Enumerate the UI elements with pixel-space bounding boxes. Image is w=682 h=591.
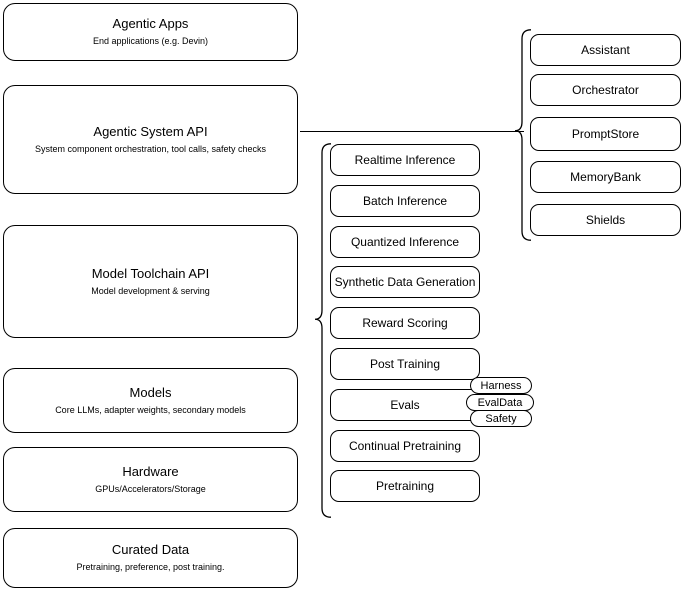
- eval-tag-harness[interactable]: Harness: [470, 377, 532, 394]
- system-component-promptstore[interactable]: PromptStore: [530, 117, 681, 151]
- toolchain-component-post-training[interactable]: Post Training: [330, 348, 480, 380]
- stack-layer-title: Curated Data: [111, 542, 190, 557]
- toolchain-component-reward-scoring[interactable]: Reward Scoring: [330, 307, 480, 339]
- eval-tag-label: Harness: [480, 379, 522, 392]
- toolchain-component-evals[interactable]: Evals: [330, 389, 480, 421]
- system-component-shields[interactable]: Shields: [530, 204, 681, 236]
- eval-tag-label: EvalData: [477, 396, 523, 409]
- stack-layer-title: Models: [129, 384, 172, 400]
- toolchain-component-label: Pretraining: [375, 479, 435, 493]
- system-component-label: Assistant: [581, 43, 630, 57]
- stack-layer-title: Agentic System API: [93, 123, 208, 139]
- system-component-memorybank[interactable]: MemoryBank: [530, 161, 681, 193]
- stack-layer-models[interactable]: Models Core LLMs, adapter weights, secon…: [3, 368, 298, 433]
- stack-layer-model-toolchain-api[interactable]: Model Toolchain API Model development & …: [3, 225, 298, 338]
- toolchain-component-batch-inference[interactable]: Batch Inference: [330, 185, 480, 217]
- toolchain-component-label: Synthetic Data Generation: [334, 275, 476, 289]
- toolchain-component-realtime-inference[interactable]: Realtime Inference: [330, 144, 480, 176]
- stack-layer-subtitle: GPUs/Accelerators/Storage: [95, 483, 206, 494]
- stack-layer-subtitle: Core LLMs, adapter weights, secondary mo…: [55, 404, 246, 415]
- stack-layer-curated-data[interactable]: Curated Data Pretraining, preference, po…: [3, 528, 298, 588]
- stack-layer-title: Agentic Apps: [112, 16, 189, 31]
- stack-layer-subtitle: Model development & serving: [91, 285, 210, 296]
- eval-tag-label: Safety: [485, 412, 517, 425]
- toolchain-component-label: Batch Inference: [362, 194, 448, 208]
- toolchain-brace: [315, 143, 331, 518]
- toolchain-component-label: Continual Pretraining: [348, 439, 462, 453]
- toolchain-component-label: Post Training: [369, 357, 441, 371]
- system-component-label: Orchestrator: [572, 83, 639, 97]
- toolchain-component-continual-pretraining[interactable]: Continual Pretraining: [330, 430, 480, 462]
- system-component-label: PromptStore: [571, 127, 640, 141]
- system-brace: [515, 29, 531, 241]
- toolchain-component-synthetic-data-generation[interactable]: Synthetic Data Generation: [330, 266, 480, 298]
- stack-layer-agentic-apps[interactable]: Agentic Apps End applications (e.g. Devi…: [3, 3, 298, 61]
- toolchain-component-quantized-inference[interactable]: Quantized Inference: [330, 226, 480, 258]
- stack-layer-agentic-system-api[interactable]: Agentic System API System component orch…: [3, 85, 298, 194]
- system-component-orchestrator[interactable]: Orchestrator: [530, 74, 681, 106]
- toolchain-component-label: Quantized Inference: [350, 235, 460, 249]
- system-component-label: MemoryBank: [570, 170, 641, 184]
- stack-layer-hardware[interactable]: Hardware GPUs/Accelerators/Storage: [3, 447, 298, 512]
- stack-layer-subtitle: System component orchestration, tool cal…: [34, 143, 267, 154]
- stack-layer-title: Model Toolchain API: [91, 265, 210, 281]
- toolchain-component-label: Reward Scoring: [362, 316, 448, 330]
- system-component-assistant[interactable]: Assistant: [530, 34, 681, 66]
- connector-system-api-to-components: [300, 131, 524, 132]
- stack-layer-subtitle: Pretraining, preference, post training.: [76, 562, 225, 572]
- toolchain-component-pretraining[interactable]: Pretraining: [330, 470, 480, 502]
- eval-tag-evaldata[interactable]: EvalData: [466, 394, 534, 411]
- toolchain-component-label: Evals: [390, 398, 420, 412]
- system-component-label: Shields: [585, 213, 626, 227]
- stack-layer-subtitle: End applications (e.g. Devin): [92, 36, 209, 46]
- eval-tag-safety[interactable]: Safety: [470, 410, 532, 427]
- toolchain-component-label: Realtime Inference: [354, 153, 456, 167]
- stack-layer-title: Hardware: [122, 463, 179, 479]
